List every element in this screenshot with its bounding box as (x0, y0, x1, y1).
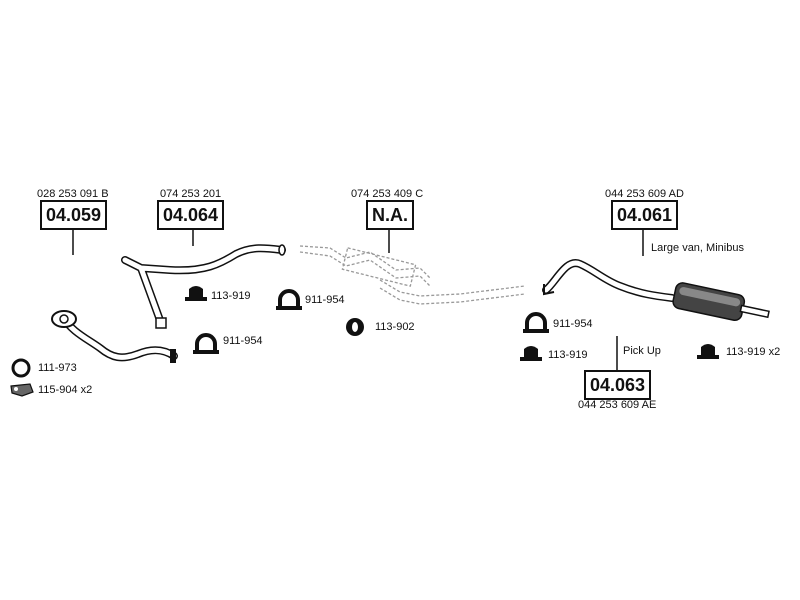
pipe-clamp-icon (193, 333, 219, 354)
accessory-label: 911-954 (553, 318, 593, 330)
part-code-04061[interactable]: 04.061 (611, 200, 679, 230)
accessory-label: 911-954 (223, 335, 263, 347)
part-04059-pipe (51, 310, 178, 363)
note-04063: Pick Up (623, 345, 661, 357)
rubber-mount-icon (520, 346, 542, 361)
accessory-label: 113-919 (211, 290, 251, 302)
accessory-label: 911-954 (305, 294, 345, 306)
oe-number-na: 074 253 409 C (351, 188, 424, 200)
oe-number-04061: 044 253 609 AD (605, 188, 684, 200)
accessory-label: 113-919 (548, 349, 588, 361)
accessory-label: 113-902 (375, 321, 415, 333)
accessory-label: 115-904 x2 (38, 384, 93, 396)
part-na-silencer (299, 245, 526, 305)
part-code-04059[interactable]: 04.059 (40, 200, 108, 230)
part-04061-silencer (542, 259, 770, 322)
part-code-04063[interactable]: 04.063 (584, 370, 652, 400)
ring-gasket-icon (11, 358, 31, 378)
pipe-clamp-icon (276, 289, 302, 310)
part-04064-pipe (121, 244, 286, 329)
part-code-04064[interactable]: 04.064 (157, 200, 225, 230)
oe-number-04059: 028 253 091 B (37, 188, 109, 200)
rubber-mount-icon (185, 286, 207, 301)
note-04061: Large van, Minibus (651, 242, 744, 254)
part-code-na[interactable]: N.A. (366, 200, 414, 230)
rubber-mount-icon (697, 344, 719, 359)
accessory-label: 111-973 (38, 362, 77, 374)
oe-number-04064: 074 253 201 (160, 188, 222, 200)
pipe-clamp-icon (523, 312, 549, 333)
accessory-label: 113-919 x2 (726, 346, 781, 358)
oe-number-04063: 044 253 609 AE (578, 399, 657, 411)
rubber-ring-icon (346, 318, 364, 336)
bracket-icon (10, 383, 34, 397)
